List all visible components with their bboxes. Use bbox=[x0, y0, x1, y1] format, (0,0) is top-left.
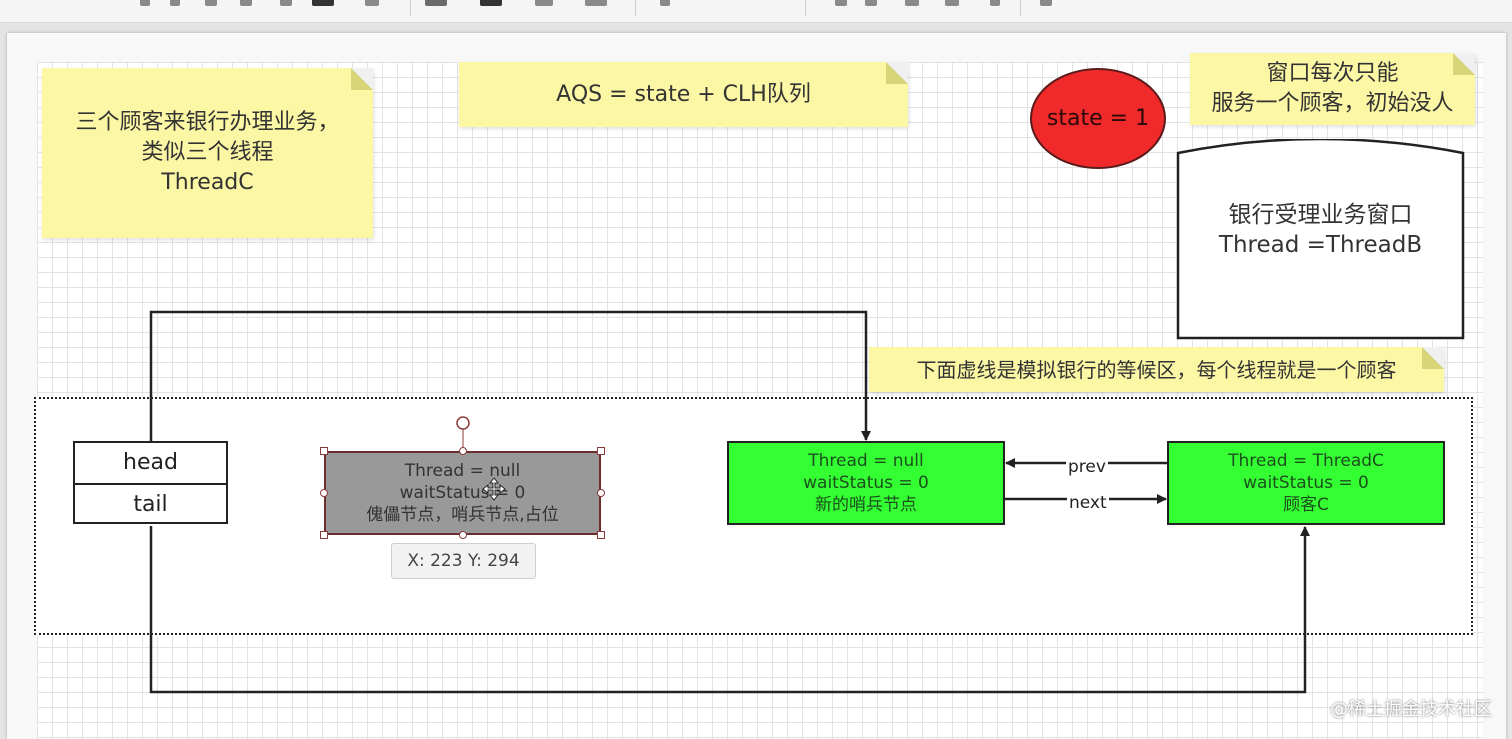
sentinel-node[interactable]: Thread = null waitStatus = 0 新的哨兵节点 bbox=[727, 441, 1005, 525]
toolbar-icon[interactable] bbox=[1040, 0, 1052, 6]
toolbar-icon[interactable] bbox=[425, 0, 447, 6]
toolbar-icon[interactable] bbox=[312, 0, 334, 6]
head-cell: head bbox=[123, 450, 178, 476]
toolbar-separator bbox=[410, 0, 411, 16]
toolbar-icon[interactable] bbox=[535, 0, 553, 6]
note-aqs-text: AQS = state + CLH队列 bbox=[556, 81, 811, 107]
toolbar bbox=[0, 0, 1512, 23]
resize-handle[interactable] bbox=[320, 489, 328, 497]
note-fold bbox=[1453, 53, 1475, 75]
bank-window-shape[interactable] bbox=[1176, 139, 1465, 340]
coordinate-tooltip: X: 223 Y: 294 bbox=[391, 543, 536, 579]
sentinel-node-thread: Thread = null bbox=[808, 451, 924, 471]
sentinel-node-desc: 新的哨兵节点 bbox=[815, 495, 917, 515]
toolbar-icon[interactable] bbox=[240, 0, 252, 6]
resize-handle[interactable] bbox=[459, 531, 467, 539]
note-customers[interactable]: 三个顾客来银行办理业务， 类似三个线程 ThreadC bbox=[42, 68, 373, 238]
note-aqs[interactable]: AQS = state + CLH队列 bbox=[459, 62, 908, 127]
toolbar-icon[interactable] bbox=[280, 0, 292, 6]
note-fold bbox=[1422, 347, 1444, 369]
head-connector bbox=[149, 310, 871, 441]
toolbar-icon[interactable] bbox=[905, 0, 919, 6]
toolbar-icon[interactable] bbox=[945, 0, 959, 6]
watermark: @稀土掘金技术社区 bbox=[1330, 699, 1492, 720]
note-window-rule[interactable]: 窗口每次只能 服务一个顾客，初始没人 bbox=[1190, 53, 1475, 125]
tail-connector bbox=[149, 526, 1310, 694]
bank-window-text: 银行受理业务窗口 Thread =ThreadB bbox=[1218, 202, 1423, 258]
head-tail-table[interactable]: head tail bbox=[73, 441, 228, 524]
note-customers-text: 三个顾客来银行办理业务， 类似三个线程 ThreadC bbox=[75, 110, 340, 195]
toolbar-icon[interactable] bbox=[865, 0, 877, 6]
note-window-rule-text: 窗口每次只能 服务一个顾客，初始没人 bbox=[1211, 61, 1454, 116]
dummy-node-desc: 傀儡节点，哨兵节点,占位 bbox=[366, 505, 559, 525]
customer-node-wait-status: waitStatus = 0 bbox=[1243, 473, 1369, 493]
toolbar-icon[interactable] bbox=[480, 0, 502, 6]
note-fold bbox=[886, 62, 908, 84]
note-fold bbox=[351, 68, 373, 90]
customer-c-node[interactable]: Thread = ThreadC waitStatus = 0 顾客C bbox=[1167, 441, 1445, 525]
resize-handle[interactable] bbox=[597, 447, 605, 455]
resize-handle[interactable] bbox=[597, 489, 605, 497]
customer-node-thread: Thread = ThreadC bbox=[1228, 451, 1384, 471]
dummy-node-thread: Thread = null bbox=[404, 461, 521, 481]
toolbar-separator bbox=[805, 0, 806, 16]
note-waiting-area-text: 下面虚线是模拟银行的等候区，每个线程就是一个顾客 bbox=[916, 357, 1397, 382]
state-label: state = 1 bbox=[1046, 106, 1150, 131]
toolbar-icon[interactable] bbox=[660, 0, 670, 6]
toolbar-icon[interactable] bbox=[365, 0, 379, 6]
toolbar-icon[interactable] bbox=[835, 0, 847, 6]
rotate-handle bbox=[456, 416, 470, 430]
resize-handle[interactable] bbox=[459, 447, 467, 455]
customer-node-desc: 顾客C bbox=[1283, 495, 1329, 515]
sentinel-node-wait-status: waitStatus = 0 bbox=[803, 473, 929, 493]
toolbar-icon[interactable] bbox=[990, 0, 1000, 6]
toolbar-separator bbox=[1020, 0, 1021, 16]
toolbar-icon[interactable] bbox=[170, 0, 180, 6]
toolbar-icon[interactable] bbox=[585, 0, 607, 6]
resize-handle[interactable] bbox=[597, 531, 605, 539]
note-waiting-area[interactable]: 下面虚线是模拟银行的等候区，每个线程就是一个顾客 bbox=[869, 347, 1444, 392]
move-cursor-icon bbox=[482, 477, 506, 501]
state-ellipse[interactable]: state = 1 bbox=[1030, 68, 1166, 169]
resize-handle[interactable] bbox=[320, 531, 328, 539]
toolbar-icon[interactable] bbox=[140, 0, 150, 6]
prev-edge-label: prev bbox=[1066, 457, 1108, 477]
toolbar-icon[interactable] bbox=[205, 0, 217, 6]
next-edge-label: next bbox=[1067, 493, 1109, 513]
resize-handle[interactable] bbox=[320, 447, 328, 455]
tail-cell: tail bbox=[75, 482, 226, 525]
toolbar-separator bbox=[635, 0, 636, 16]
